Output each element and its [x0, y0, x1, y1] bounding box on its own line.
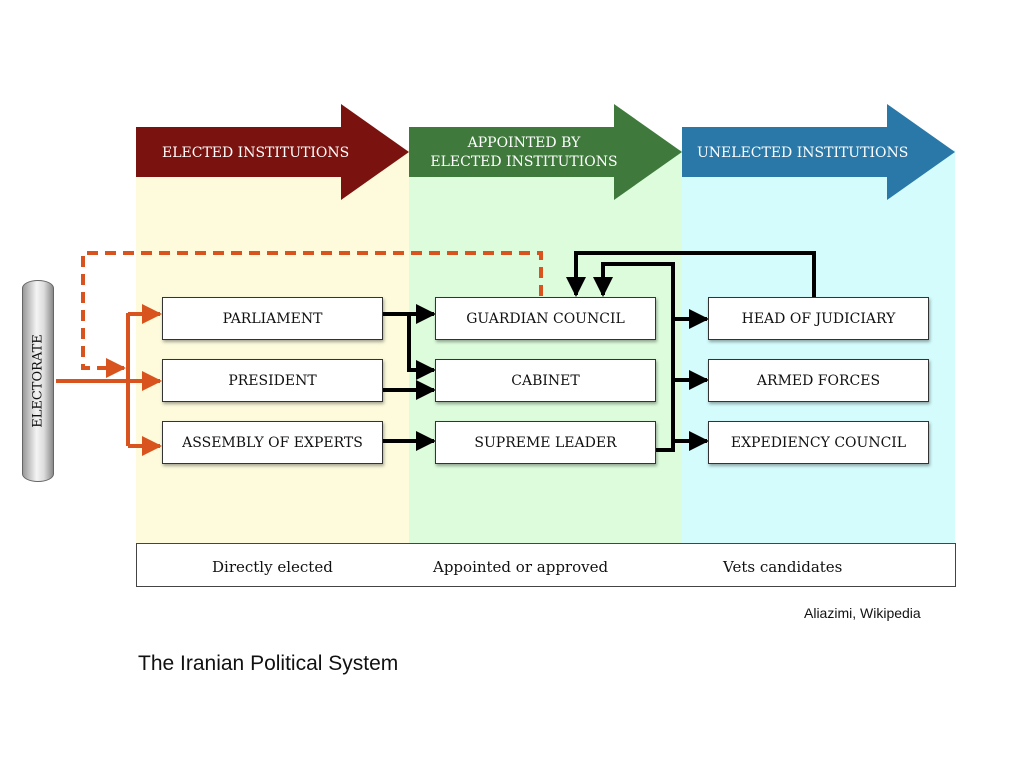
box-head-of-judiciary: HEAD OF JUDICIARY [708, 297, 929, 340]
image-credit: Aliazimi, Wikipedia [804, 605, 921, 621]
header-arrow-appointed [409, 104, 682, 200]
box-supreme-leader: SUPREME LEADER [435, 421, 656, 464]
box-president: PRESIDENT [162, 359, 383, 402]
legend [136, 543, 956, 587]
column-bg-elected [136, 150, 409, 545]
header-arrow-unelected [682, 104, 955, 200]
legend-label-appointed: Appointed or approved [433, 558, 609, 576]
column-bg-unelected [682, 150, 955, 545]
electorate-label: ELECTORATE [30, 334, 46, 428]
header-label-elected: ELECTED INSTITUTIONS [162, 145, 349, 161]
header-label-unelected: UNELECTED INSTITUTIONS [697, 145, 908, 161]
header-arrow-elected [136, 104, 409, 200]
legend-label-vets: Vets candidates [723, 558, 843, 576]
box-assembly-of-experts: ASSEMBLY OF EXPERTS [162, 421, 383, 464]
legend-label-direct: Directly elected [212, 558, 333, 576]
header-label-appointed-line2: ELECTED INSTITUTIONS [430, 154, 617, 170]
box-expediency-council: EXPEDIENCY COUNCIL [708, 421, 929, 464]
column-bg-appointed [409, 150, 682, 545]
box-guardian-council: GUARDIAN COUNCIL [435, 297, 656, 340]
header-label-appointed-line1: APPOINTED BY [467, 135, 581, 151]
judiciary-to-guardian-arrow [566, 251, 816, 297]
box-cabinet: CABINET [435, 359, 656, 402]
vets-arrow [81, 251, 543, 378]
supreme-leader-trunk [593, 262, 675, 452]
electorate-cylinder: ELECTORATE [22, 280, 54, 482]
box-armed-forces: ARMED FORCES [708, 359, 929, 402]
slide-title: The Iranian Political System [138, 652, 399, 675]
parliament-to-cabinet-arrow [407, 314, 436, 380]
box-parliament: PARLIAMENT [162, 297, 383, 340]
